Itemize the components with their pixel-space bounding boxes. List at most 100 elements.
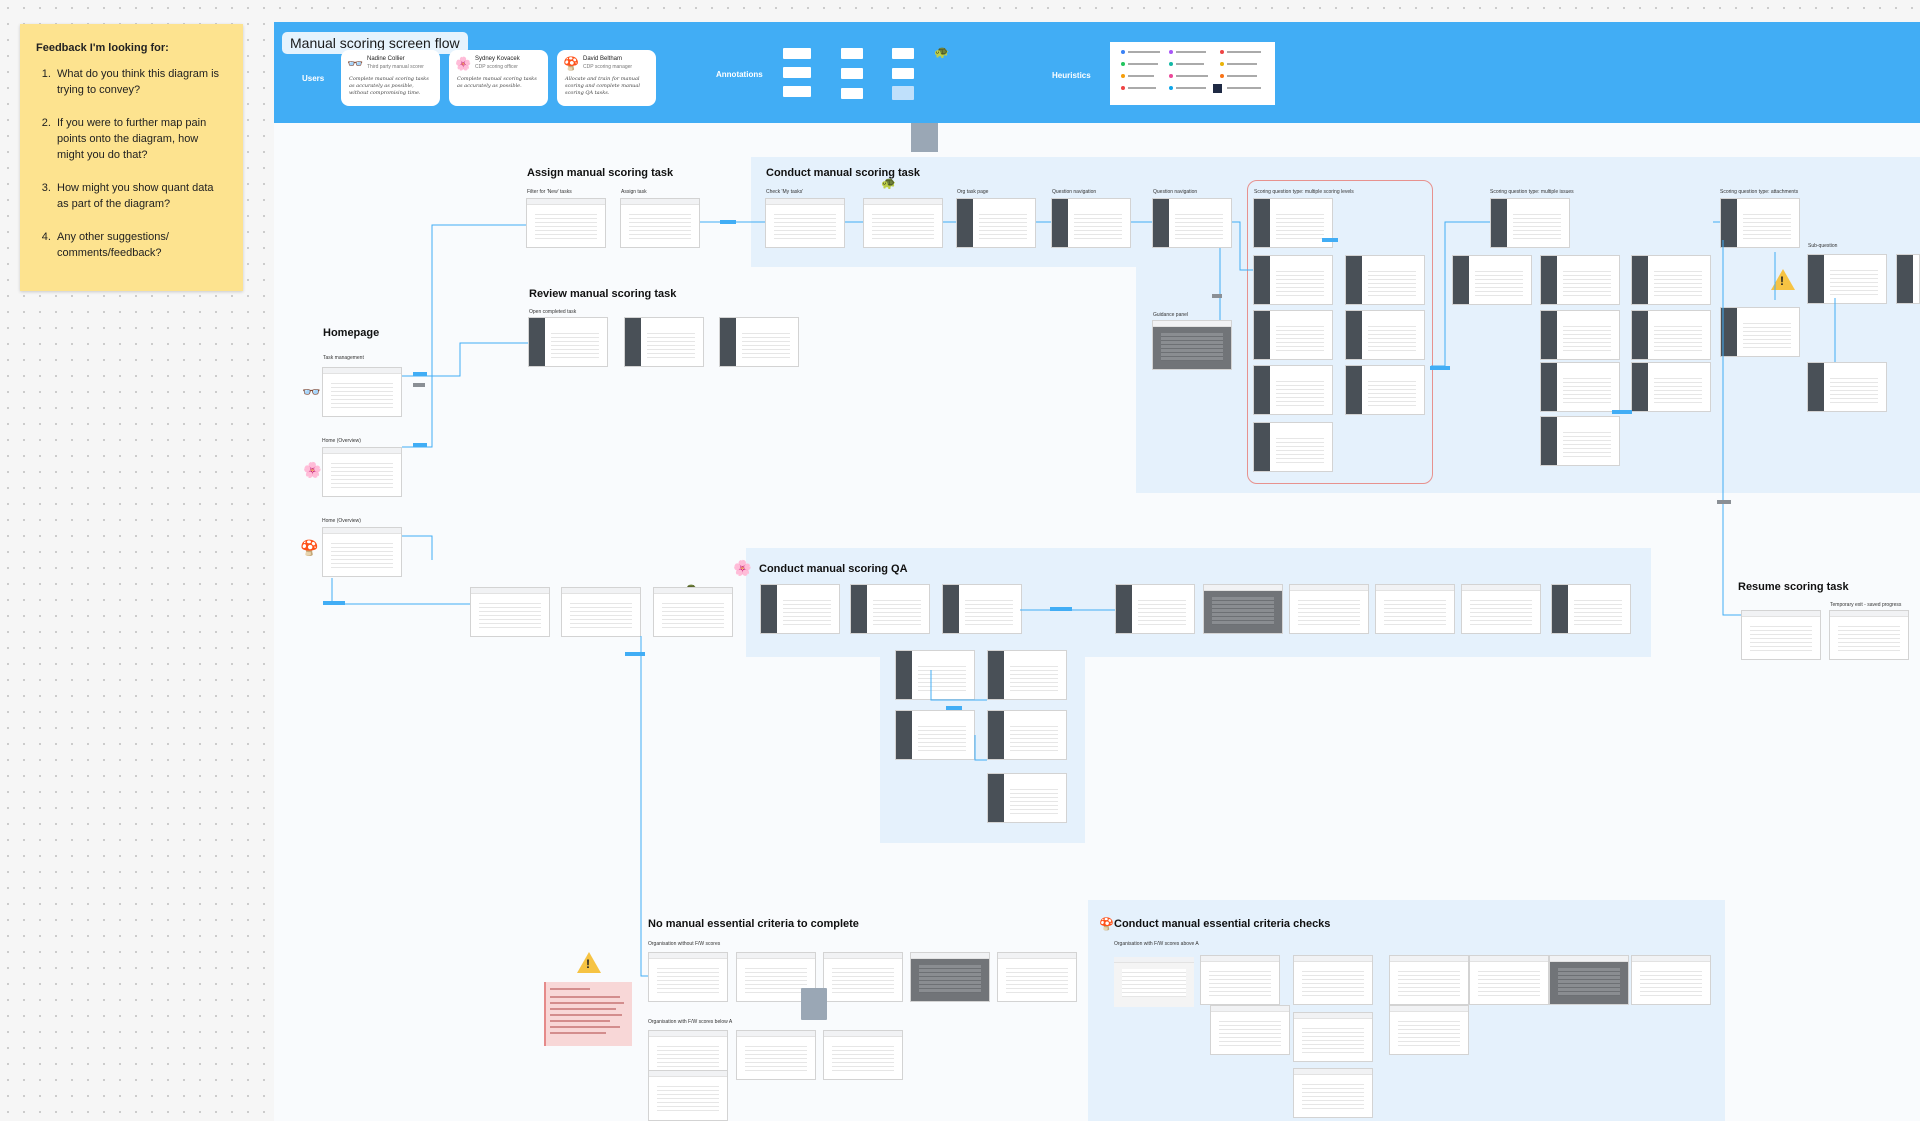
- screen-multiple-issues[interactable]: [1452, 255, 1532, 305]
- screen-temporary-exit[interactable]: [1829, 610, 1909, 660]
- screen-check-my-tasks[interactable]: [765, 198, 845, 248]
- screen-qa-detail[interactable]: [987, 650, 1067, 700]
- section-title-no-essential: No manual essential criteria to complete: [648, 918, 859, 930]
- user-name: Sydney Kovacek: [475, 56, 520, 62]
- screen-essential-check[interactable]: [1200, 955, 1280, 1005]
- screen-essential-check[interactable]: [1389, 955, 1469, 1005]
- user-card-nadine[interactable]: 👓 Nadine Collier Third party manual scor…: [341, 50, 440, 106]
- screen-qa[interactable]: [1375, 584, 1455, 634]
- screen-qa-task-list[interactable]: [470, 587, 550, 637]
- screen-sub-question[interactable]: [1807, 362, 1887, 412]
- screen-org-without-fw[interactable]: [736, 952, 816, 1002]
- screen-note-card[interactable]: [1114, 957, 1194, 1007]
- screen-multiple-issues[interactable]: [1540, 255, 1620, 305]
- sticky-comment[interactable]: [801, 988, 827, 1020]
- screen-org-without-fw[interactable]: [997, 952, 1077, 1002]
- screen-attachments[interactable]: [1720, 307, 1800, 357]
- turtle-icon: 🐢: [934, 45, 949, 59]
- screen-label: Organisation with F/W scores below A: [648, 1019, 733, 1025]
- annotations-label: Annotations: [716, 70, 763, 79]
- screen-modal-overlay[interactable]: [1549, 955, 1629, 1005]
- screen-review-task[interactable]: [719, 317, 799, 367]
- screen-open-completed-task[interactable]: [528, 317, 608, 367]
- screen-qa[interactable]: [942, 584, 1022, 634]
- screen-org-without-fw[interactable]: [823, 952, 903, 1002]
- screen-task-management[interactable]: [322, 367, 402, 417]
- screen-sub-question[interactable]: [1807, 254, 1887, 304]
- annotation-sample: [892, 68, 914, 79]
- screen-essential-check[interactable]: [1389, 1005, 1469, 1055]
- screen-attachments[interactable]: [1720, 198, 1800, 248]
- screen-multiple-issues[interactable]: [1631, 255, 1711, 305]
- screen-qa-detail[interactable]: [895, 710, 975, 760]
- user-card-sydney[interactable]: 🌸 Sydney Kovacek CDP scoring officer Com…: [449, 50, 548, 106]
- section-title-assign: Assign manual scoring task: [527, 167, 674, 179]
- screen-task-modal[interactable]: [863, 198, 943, 248]
- feedback-question: What do you think this diagram is trying…: [54, 66, 227, 98]
- screen-question-navigation[interactable]: [1051, 198, 1131, 248]
- sticky-comment[interactable]: [911, 123, 938, 152]
- screen-multiple-issues[interactable]: [1540, 310, 1620, 360]
- screen-org-fw-below-a[interactable]: [823, 1030, 903, 1080]
- screen-qa[interactable]: [1289, 584, 1369, 634]
- screen-review-task[interactable]: [624, 317, 704, 367]
- screen-sub-question[interactable]: [1896, 254, 1920, 304]
- screen-qa[interactable]: [1461, 584, 1541, 634]
- screen-scoring-level[interactable]: [1345, 365, 1425, 415]
- screen-qa[interactable]: [1551, 584, 1631, 634]
- feedback-sticky-note[interactable]: Feedback I'm looking for: What do you th…: [20, 24, 243, 291]
- user-card-david[interactable]: 🍄 David Beltham CDP scoring manager Allo…: [557, 50, 656, 106]
- screen-filter-new-tasks[interactable]: [526, 198, 606, 248]
- screen-qa[interactable]: [850, 584, 930, 634]
- screen-essential-check[interactable]: [1469, 955, 1549, 1005]
- screen-org-task-page[interactable]: [956, 198, 1036, 248]
- user-role: Third party manual scorer: [367, 64, 424, 70]
- screen-qa-modal-overlay[interactable]: [1203, 584, 1283, 634]
- screen-multiple-issues[interactable]: [1631, 362, 1711, 412]
- pain-point-note[interactable]: [544, 982, 632, 1046]
- screen-qa-detail[interactable]: [987, 710, 1067, 760]
- screen-scoring-level[interactable]: [1253, 255, 1333, 305]
- screen-org-without-fw[interactable]: [648, 952, 728, 1002]
- screen-essential-check[interactable]: [1631, 955, 1711, 1005]
- screen-qa-detail[interactable]: [987, 773, 1067, 823]
- screen-modal-overlay[interactable]: [910, 952, 990, 1002]
- screen-home-overview[interactable]: [322, 527, 402, 577]
- section-title-resume: Resume scoring task: [1738, 581, 1849, 593]
- heuristics-legend[interactable]: [1110, 42, 1275, 105]
- screen-scoring-level[interactable]: [1253, 198, 1333, 248]
- screen-resume-task[interactable]: [1741, 610, 1821, 660]
- screen-scoring-level[interactable]: [1253, 365, 1333, 415]
- screen-essential-check[interactable]: [1293, 955, 1373, 1005]
- screen-multiple-issues[interactable]: [1540, 362, 1620, 412]
- screen-org-fw-below-a[interactable]: [648, 1070, 728, 1121]
- screen-guidance-panel[interactable]: [1152, 320, 1232, 370]
- screen-qa[interactable]: [760, 584, 840, 634]
- screen-qa[interactable]: [1115, 584, 1195, 634]
- screen-multiple-issues[interactable]: [1540, 416, 1620, 466]
- screen-question-navigation[interactable]: [1152, 198, 1232, 248]
- screen-multiple-issues[interactable]: [1631, 310, 1711, 360]
- screen-scoring-level[interactable]: [1345, 310, 1425, 360]
- screen-label: Scoring question type: attachments: [1720, 189, 1799, 195]
- screen-org-fw-below-a[interactable]: [648, 1030, 728, 1080]
- screen-essential-check[interactable]: [1293, 1068, 1373, 1118]
- screen-qa-modal[interactable]: [653, 587, 733, 637]
- screen-qa-task-list[interactable]: [561, 587, 641, 637]
- screen-scoring-level[interactable]: [1345, 255, 1425, 305]
- screen-label: Check 'My tasks': [766, 189, 804, 195]
- screen-home-overview[interactable]: [322, 447, 402, 497]
- screen-scoring-level[interactable]: [1253, 310, 1333, 360]
- warning-icon: !: [577, 952, 601, 973]
- screen-multiple-issues[interactable]: [1490, 198, 1570, 248]
- screen-essential-check[interactable]: [1293, 1012, 1373, 1062]
- board-title[interactable]: Manual scoring screen flow: [282, 32, 468, 54]
- annotation-sample: [892, 48, 914, 59]
- screen-qa-detail[interactable]: [895, 650, 975, 700]
- feedback-question-list: What do you think this diagram is trying…: [36, 66, 227, 261]
- screen-org-fw-below-a[interactable]: [736, 1030, 816, 1080]
- section-title-homepage: Homepage: [323, 327, 380, 339]
- screen-essential-check[interactable]: [1210, 1005, 1290, 1055]
- screen-scoring-level[interactable]: [1253, 422, 1333, 472]
- screen-assign-task[interactable]: [620, 198, 700, 248]
